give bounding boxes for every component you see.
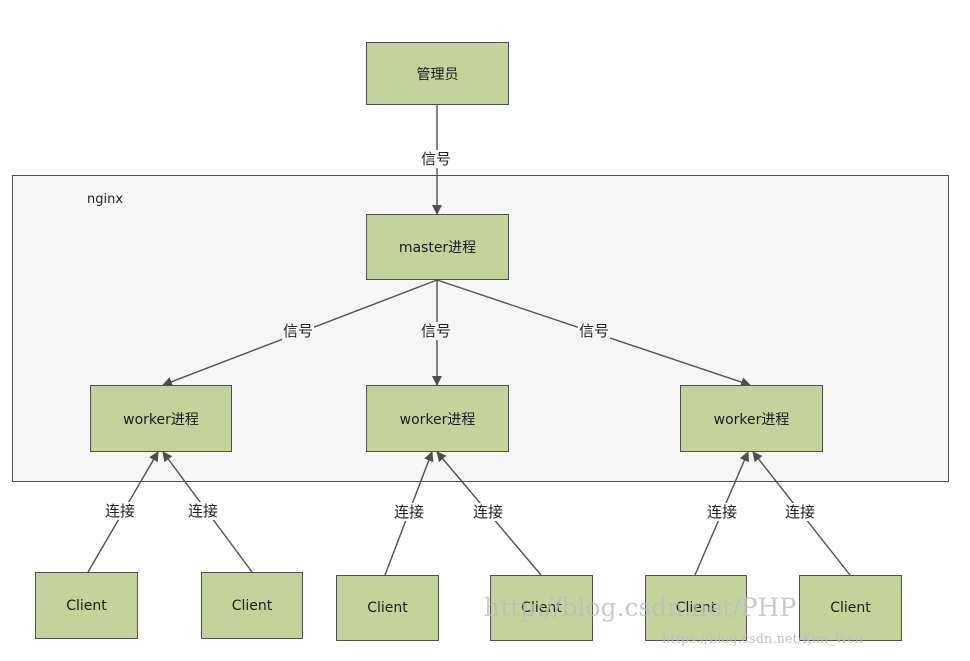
worker-process-node: worker进程 (680, 385, 823, 452)
signal-label: 信号 (420, 322, 453, 340)
client-node: Client (35, 572, 138, 639)
connect-label: 连接 (187, 502, 220, 520)
connect-label: 连接 (104, 502, 137, 520)
worker-process-node: worker进程 (90, 385, 232, 452)
signal-label: 信号 (282, 322, 315, 340)
signal-label: 信号 (420, 150, 453, 168)
client-node: Client (336, 575, 439, 641)
watermark-large: http://blog.csdn.net/PHP (484, 593, 797, 622)
connect-label: 连接 (706, 503, 739, 521)
worker-process-node: worker进程 (366, 385, 509, 452)
nginx-container-label: nginx (87, 192, 124, 207)
master-process-node: master进程 (366, 214, 509, 280)
connect-label: 连接 (472, 503, 505, 521)
connect-label: 连接 (784, 503, 817, 521)
admin-node: 管理员 (366, 42, 509, 105)
client-node: Client (645, 575, 747, 641)
signal-label: 信号 (578, 322, 611, 340)
watermark-small: https://blog.csdn.net/Kim_Weir (662, 632, 866, 647)
client-node: Client (490, 575, 593, 641)
connect-label: 连接 (393, 503, 426, 521)
client-node: Client (799, 575, 902, 641)
client-node: Client (201, 572, 303, 639)
